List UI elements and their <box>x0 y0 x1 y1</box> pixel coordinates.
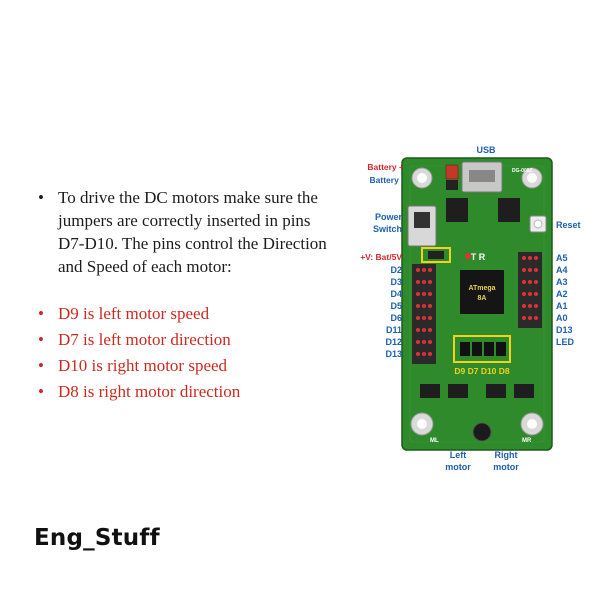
pin-label-d3: D3 <box>390 277 402 287</box>
pin-label-a0: A0 <box>556 313 568 323</box>
mounting-hole-center <box>527 173 537 183</box>
driver-transistor-icon <box>486 384 506 398</box>
driver-transistor-icon <box>420 384 440 398</box>
led-label: LED <box>556 337 575 347</box>
pin-label-d13: D13 <box>385 349 402 359</box>
battery-plus-label: Battery + <box>367 162 404 172</box>
regulator-chip-icon <box>446 198 468 222</box>
power-switch-knob <box>414 212 430 228</box>
bullet-dot: • <box>38 382 44 401</box>
battery-wire-icon <box>445 164 459 180</box>
pin-label-a2: A2 <box>556 289 568 299</box>
right-header-pins <box>522 256 538 320</box>
pin-label-d2: D2 <box>390 265 402 275</box>
bullet-dot: • <box>38 356 44 375</box>
intro-text: To drive the DC motors make sure the jum… <box>58 188 327 276</box>
right-motor-label-2: motor <box>493 462 519 472</box>
voltage-jumper-highlight <box>421 247 451 263</box>
right-pin-labels: A5 A4 A3 A2 A1 A0 <box>556 253 568 323</box>
jumper-icon <box>496 342 506 356</box>
footer-brand: Eng_Stuff <box>34 525 160 551</box>
jumper-icon <box>472 342 482 356</box>
board-id-label: DG-008Z <box>512 168 533 174</box>
pin-label-a4: A4 <box>556 265 568 275</box>
pin-label-d12: D12 <box>385 337 402 347</box>
bullet-dot: • <box>38 330 44 349</box>
right-pin-header <box>518 252 542 328</box>
jumper-icon <box>460 342 470 356</box>
pin-label-d5: D5 <box>390 301 402 311</box>
list-item: • D7 is left motor direction <box>30 328 330 351</box>
right-motor-label-1: Right <box>495 450 518 460</box>
jumper-icon <box>484 342 494 356</box>
pin-label-d4: D4 <box>390 289 402 299</box>
left-pin-header <box>412 264 436 364</box>
bullet-dot: • <box>38 304 44 323</box>
left-header-pins <box>416 268 432 356</box>
reset-button-cap <box>533 219 543 229</box>
motor-jumper-highlight <box>453 335 511 363</box>
pin-label-a5: A5 <box>556 253 568 263</box>
mounting-hole-center <box>527 419 537 429</box>
usb-port-icon <box>469 170 495 182</box>
motor-jumper-pin-labels: D9 D7 D10 D8 <box>454 366 510 376</box>
driver-transistor-icon <box>514 384 534 398</box>
left-pin-labels: D2 D3 D4 D5 D6 D11 D12 D13 <box>385 265 402 359</box>
driver-transistor-icon <box>448 384 468 398</box>
pin-description: D8 is right motor direction <box>58 382 241 401</box>
pin-label-d11: D11 <box>386 325 402 335</box>
voltage-jumper-icon <box>428 251 444 259</box>
list-item: • D8 is right motor direction <box>30 380 330 403</box>
pin-label-a3: A3 <box>556 277 568 287</box>
microcontroller-chip-icon <box>460 270 504 314</box>
chip-label-1: ATmega <box>468 285 495 292</box>
power-label: Power <box>375 212 403 222</box>
battery-minus-label: Battery - <box>370 175 405 185</box>
pin-label-a1: A1 <box>556 301 568 311</box>
reset-label: Reset <box>556 220 581 230</box>
switch-label: Switch <box>373 224 402 234</box>
battery-wire-icon <box>446 180 458 190</box>
v-bat-label: +V: Bat/5V <box>360 252 402 262</box>
list-item: • D10 is right motor speed <box>30 354 330 377</box>
tr-led-label: T R <box>471 252 486 262</box>
instruction-list: • To drive the DC motors make sure the j… <box>30 186 330 406</box>
ml-label: ML <box>430 438 439 444</box>
tx-led-icon <box>465 253 471 259</box>
bullet-dot: • <box>38 188 44 207</box>
motor-controller-board: ATmega 8A T R D9 D7 D10 D8 DG-008Z ML MR… <box>350 140 590 480</box>
list-item: • D9 is left motor speed <box>30 302 330 325</box>
pin-description: D10 is right motor speed <box>58 356 228 375</box>
pin-description: D7 is left motor direction <box>58 330 231 349</box>
capacitor-icon <box>472 422 492 442</box>
mr-label: MR <box>522 438 532 444</box>
usb-label: USB <box>476 145 496 155</box>
board-diagram: ATmega 8A T R D9 D7 D10 D8 DG-008Z ML MR… <box>360 145 581 472</box>
pin-label-d6: D6 <box>390 313 402 323</box>
left-motor-label-2: motor <box>445 462 471 472</box>
intro-bullet: • To drive the DC motors make sure the j… <box>30 186 330 278</box>
chip-label-2: 8A <box>478 295 487 302</box>
pin-description: D9 is left motor speed <box>58 304 210 323</box>
mounting-hole-center <box>417 419 427 429</box>
mounting-hole-center <box>417 173 427 183</box>
d13-led-pin-label: D13 <box>556 325 573 335</box>
regulator-chip-icon <box>498 198 520 222</box>
left-motor-label-1: Left <box>450 450 467 460</box>
